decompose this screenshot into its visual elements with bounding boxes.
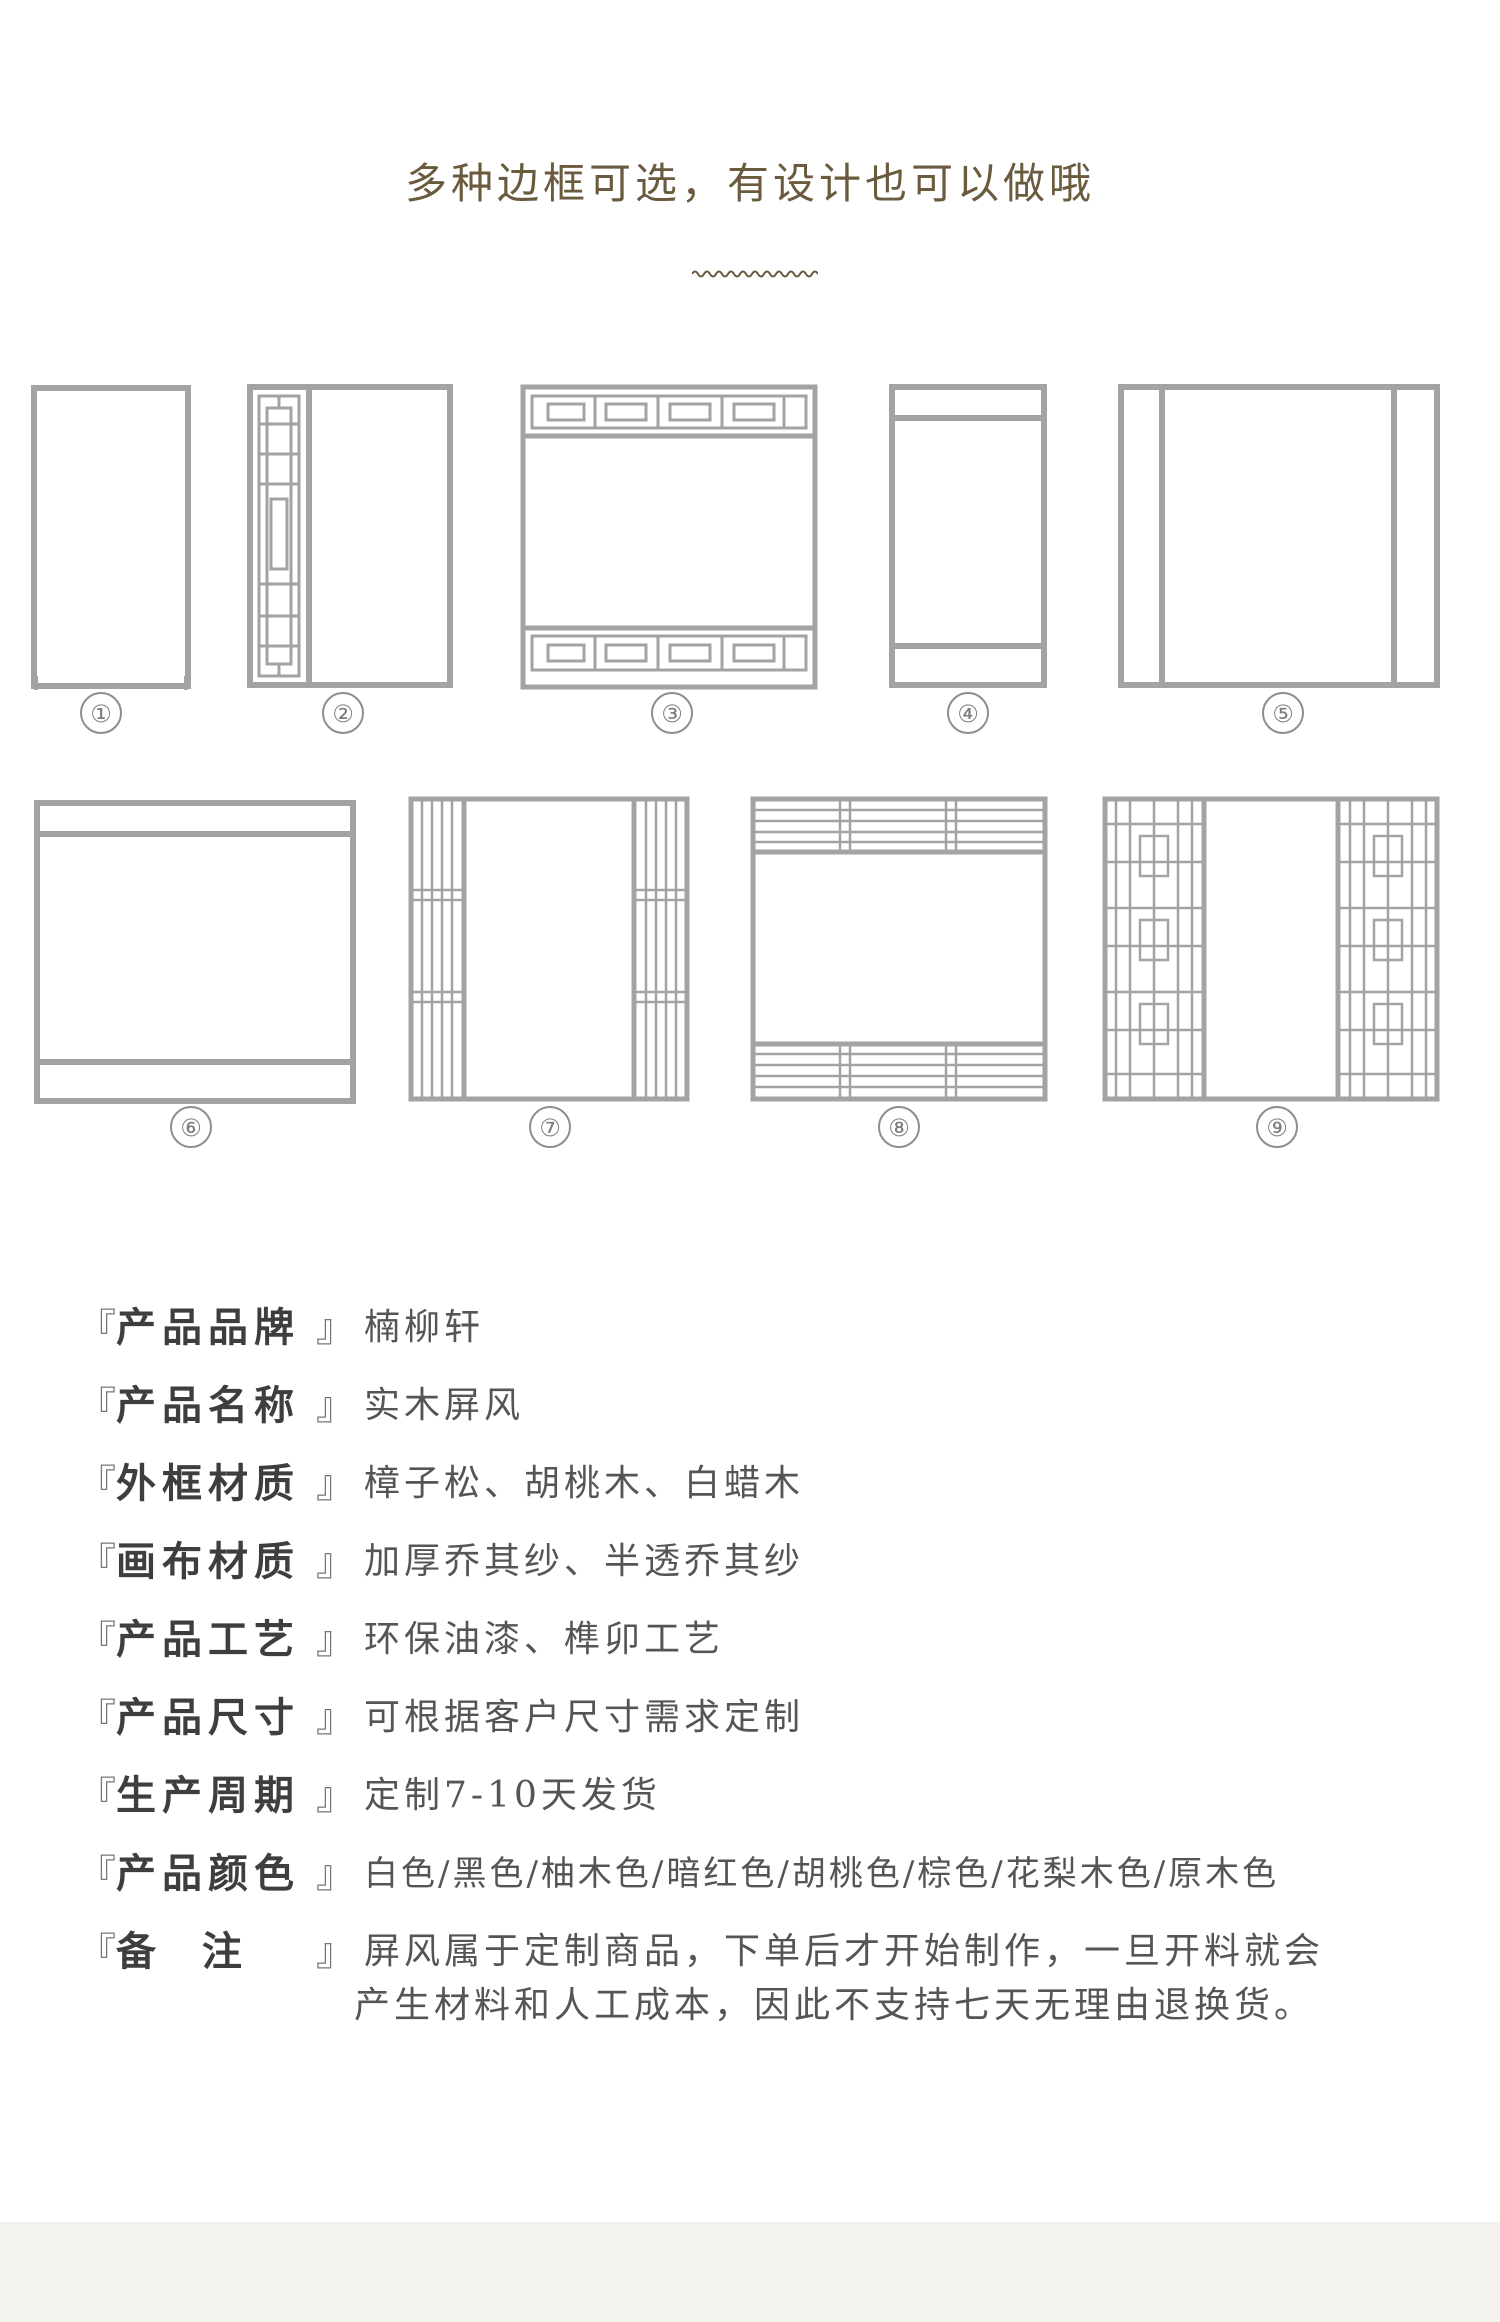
spec-row-name: 『 产品名称 』 实木屏风 bbox=[78, 1372, 524, 1432]
frame-style-2 bbox=[247, 384, 453, 688]
bracket-open: 『 bbox=[78, 1383, 117, 1428]
frame-number-3: ③ bbox=[651, 692, 693, 734]
frame-number-2: ② bbox=[322, 692, 364, 734]
bracket-open: 『 bbox=[78, 1695, 117, 1740]
spec-row-note: 『 备 注 』 屏风属于定制商品，下单后才开始制作，一旦开料就会 bbox=[78, 1918, 1324, 1978]
spec-row-colors: 『 产品颜色 』 白色/黑色/柚木色/暗红色/胡桃色/棕色/花梨木色/原木色 bbox=[78, 1840, 1279, 1900]
spec-row-size: 『 产品尺寸 』 可根据客户尺寸需求定制 bbox=[78, 1684, 804, 1744]
spec-row-production-cycle: 『 生产周期 』 定制7-10天发货 bbox=[78, 1762, 661, 1822]
frame-style-8 bbox=[750, 796, 1048, 1102]
bracket-close: 』 bbox=[316, 1929, 355, 1974]
bracket-close: 』 bbox=[316, 1851, 355, 1896]
bracket-close: 』 bbox=[316, 1305, 355, 1350]
footer-band bbox=[0, 2222, 1500, 2322]
frame-number-4: ④ bbox=[947, 692, 989, 734]
bracket-open: 『 bbox=[78, 1617, 117, 1662]
spec-row-frame-material: 『 外框材质 』 樟子松、胡桃木、白蜡木 bbox=[78, 1450, 804, 1510]
bracket-open: 『 bbox=[78, 1929, 117, 1974]
wave-divider bbox=[692, 270, 818, 278]
spec-row-craft: 『 产品工艺 』 环保油漆、榫卯工艺 bbox=[78, 1606, 724, 1666]
spec-label: 产品颜色 bbox=[116, 1850, 300, 1897]
frame-number-5: ⑤ bbox=[1262, 692, 1304, 734]
frame-style-6 bbox=[34, 800, 356, 1104]
spec-value: 实木屏风 bbox=[364, 1385, 525, 1426]
bracket-open: 『 bbox=[78, 1851, 117, 1896]
spec-label: 产品名称 bbox=[116, 1382, 300, 1429]
spec-value: 环保油漆、榫卯工艺 bbox=[364, 1619, 725, 1660]
spec-note-line-2: 产生材料和人工成本，因此不支持七天无理由退换货。 bbox=[354, 1985, 1315, 2026]
spec-label: 产品品牌 bbox=[116, 1304, 300, 1351]
frame-number-9: ⑨ bbox=[1256, 1106, 1298, 1148]
bracket-close: 』 bbox=[316, 1617, 355, 1662]
page-title: 多种边框可选，有设计也可以做哦 bbox=[404, 159, 1095, 208]
bracket-close: 』 bbox=[316, 1461, 355, 1506]
spec-row-canvas-material: 『 画布材质 』 加厚乔其纱、半透乔其纱 bbox=[78, 1528, 804, 1588]
spec-label: 画布材质 bbox=[116, 1538, 300, 1585]
spec-value: 可根据客户尺寸需求定制 bbox=[364, 1697, 805, 1738]
frame-style-7 bbox=[408, 796, 690, 1102]
frame-style-4 bbox=[889, 384, 1047, 688]
spec-note-line-1: 屏风属于定制商品，下单后才开始制作，一旦开料就会 bbox=[364, 1931, 1325, 1972]
frame-style-1 bbox=[31, 385, 191, 690]
spec-row-brand: 『 产品品牌 』 楠柳轩 bbox=[78, 1294, 484, 1354]
spec-value: 樟子松、胡桃木、白蜡木 bbox=[364, 1463, 805, 1504]
spec-value: 楠柳轩 bbox=[364, 1307, 485, 1348]
bracket-open: 『 bbox=[78, 1305, 117, 1350]
frame-number-1: ① bbox=[80, 692, 122, 734]
spec-label: 生产周期 bbox=[116, 1772, 300, 1819]
bracket-close: 』 bbox=[316, 1773, 355, 1818]
bracket-open: 『 bbox=[78, 1461, 117, 1506]
bracket-open: 『 bbox=[78, 1773, 117, 1818]
spec-value: 定制7-10天发货 bbox=[364, 1775, 661, 1816]
frame-style-3 bbox=[520, 384, 818, 690]
spec-label: 外框材质 bbox=[116, 1460, 300, 1507]
frame-number-8: ⑧ bbox=[878, 1106, 920, 1148]
spec-value: 白色/黑色/柚木色/暗红色/胡桃色/棕色/花梨木色/原木色 bbox=[364, 1853, 1280, 1894]
bracket-open: 『 bbox=[78, 1539, 117, 1584]
bracket-close: 』 bbox=[316, 1383, 355, 1428]
frame-style-9 bbox=[1102, 796, 1440, 1102]
frame-style-5 bbox=[1118, 384, 1440, 688]
spec-value: 加厚乔其纱、半透乔其纱 bbox=[364, 1541, 805, 1582]
spec-label: 备 注 bbox=[116, 1928, 248, 1975]
frame-number-7: ⑦ bbox=[529, 1106, 571, 1148]
spec-label: 产品尺寸 bbox=[116, 1694, 300, 1741]
spec-label: 产品工艺 bbox=[116, 1616, 300, 1663]
frame-number-6: ⑥ bbox=[170, 1106, 212, 1148]
bracket-close: 』 bbox=[316, 1695, 355, 1740]
bracket-close: 』 bbox=[316, 1539, 355, 1584]
